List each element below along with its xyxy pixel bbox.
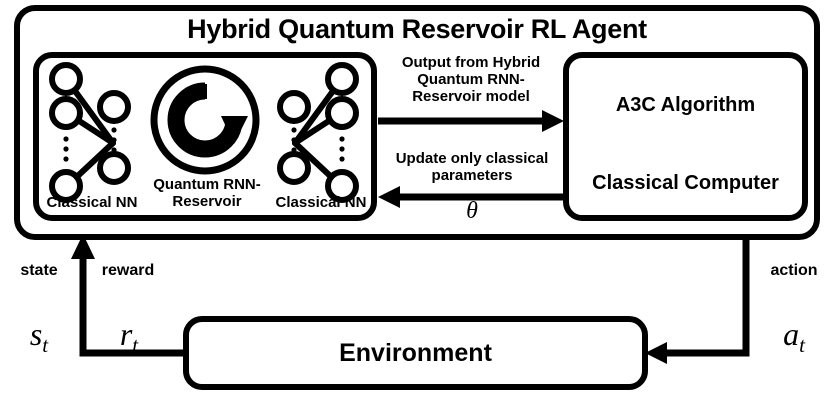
action-word-label: action <box>770 262 818 279</box>
environment-label: Environment <box>339 339 492 367</box>
page-title: Hybrid Quantum Reservoir RL Agent <box>187 14 647 44</box>
action-loop-arrow <box>645 237 750 364</box>
state-symbol: st <box>8 281 70 357</box>
left-nn-label: Classical NN <box>46 194 138 211</box>
reward-word-label: reward <box>101 262 155 279</box>
action-symbol-subscript: t <box>799 332 805 357</box>
reward-symbol-subscript: t <box>132 332 139 357</box>
right-classical-nn-graph <box>277 62 359 203</box>
left-classical-nn-graph <box>49 62 131 203</box>
quantum-reservoir-circular-arrow-icon <box>150 65 260 175</box>
right-nn-label: Classical NN <box>275 194 367 211</box>
reward-symbol: rt <box>96 281 162 357</box>
state-word-label: state <box>20 262 58 279</box>
state-symbol-subscript: t <box>42 332 49 357</box>
classical-computer-label: Classical Computer <box>592 172 779 194</box>
a3c-algorithm-label: A3C Algorithm <box>615 94 756 116</box>
forward-arrow <box>378 110 564 132</box>
action-symbol-base: a <box>783 315 800 352</box>
classical-computer-box <box>563 52 808 221</box>
feedback-arrow-label: Update only classical parameters <box>395 150 549 184</box>
reward-symbol-base: r <box>119 315 133 352</box>
theta-symbol: θ <box>466 198 478 224</box>
quantum-reservoir-label: Quantum RNN- Reservoir <box>153 176 261 210</box>
state-symbol-base: s <box>29 315 43 352</box>
state-reward-loop-arrow <box>71 234 186 357</box>
action-symbol: at <box>760 281 828 357</box>
forward-arrow-label: Output from Hybrid Quantum RNN- Reservoi… <box>401 54 541 105</box>
feedback-arrow <box>378 186 564 208</box>
